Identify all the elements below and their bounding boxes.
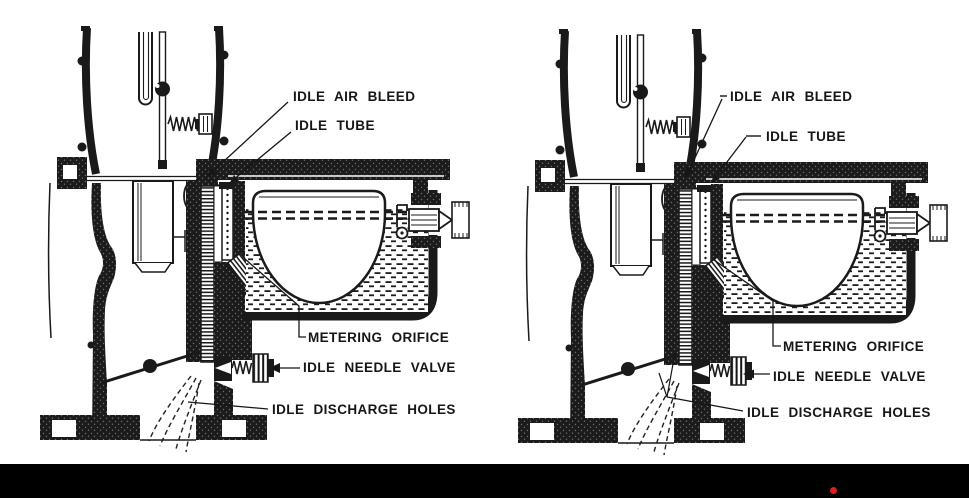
label-idle-needle-valve: IDLE NEEDLE VALVE	[303, 360, 456, 375]
right-callouts: IDLE AIR BLEED IDLE TUBE METERING ORIFIC…	[658, 89, 931, 420]
leader-idle-air-bleed	[687, 98, 723, 174]
leader-idle-discharge-holes	[187, 401, 269, 410]
leader-metering-orifice	[713, 259, 781, 347]
bottom-bar	[0, 464, 969, 498]
label-idle-tube: IDLE TUBE	[766, 129, 846, 144]
arrowhead-idle-air-bleed	[685, 167, 693, 178]
label-metering-orifice: METERING ORIFICE	[308, 330, 449, 345]
leader-idle-tube	[713, 136, 747, 180]
label-idle-air-bleed: IDLE AIR BLEED	[293, 89, 415, 104]
leader-metering-orifice	[244, 258, 306, 338]
arrowhead-idle-needle-valve	[269, 363, 280, 373]
carburetor-diagram-right: IDLE AIR BLEED IDLE TUBE METERING ORIFIC…	[480, 0, 965, 464]
label-idle-air-bleed: IDLE AIR BLEED	[730, 89, 852, 104]
leader-idle-tube	[232, 131, 292, 181]
label-idle-tube: IDLE TUBE	[295, 118, 375, 133]
arrowhead-idle-tube	[229, 175, 239, 184]
arrowhead-idle-needle-valve	[743, 369, 754, 379]
leader-branch-1	[666, 352, 676, 398]
carburetor-diagram-left: IDLE AIR BLEED IDLE TUBE METERING ORIFIC…	[0, 0, 485, 464]
leader-idle-discharge-holes	[666, 396, 744, 412]
label-idle-discharge-holes: IDLE DISCHARGE HOLES	[747, 405, 931, 420]
leader-branch-2	[658, 372, 668, 398]
red-dot-indicator	[830, 487, 837, 494]
label-metering-orifice: METERING ORIFICE	[783, 339, 924, 354]
arrowhead-idle-tube	[711, 174, 720, 183]
arrowhead-idle-air-bleed	[206, 168, 217, 177]
label-idle-needle-valve: IDLE NEEDLE VALVE	[773, 369, 926, 384]
left-callouts: IDLE AIR BLEED IDLE TUBE METERING ORIFIC…	[187, 89, 456, 417]
leader-idle-air-bleed	[209, 101, 289, 175]
label-idle-discharge-holes: IDLE DISCHARGE HOLES	[272, 402, 456, 417]
